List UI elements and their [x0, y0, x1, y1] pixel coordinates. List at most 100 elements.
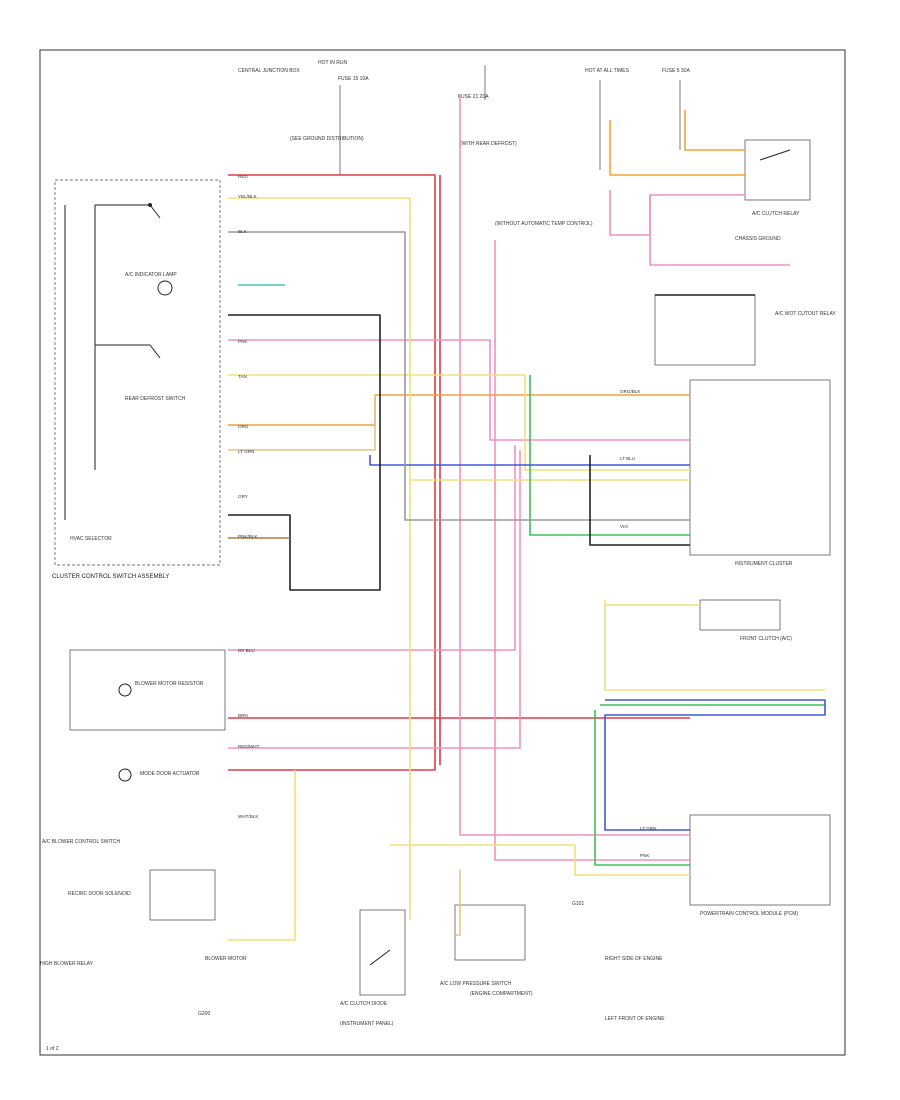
instrument-cluster-label: INSTRUMENT CLUSTER: [735, 561, 793, 567]
cluster-switch-outline: [54, 179, 221, 566]
high-blower-relay-label: HIGH BLOWER RELAY: [40, 961, 94, 967]
fuse-c-label: FUSE 5 30A: [662, 68, 690, 74]
diagram-frame: [39, 49, 846, 1056]
wire-label-gry: GRY: [238, 494, 248, 499]
fuse-a-label: FUSE 15 10A: [338, 76, 369, 82]
wire-label-redwht: RED/WHT: [238, 744, 260, 749]
note-right-engine: RIGHT SIDE OF ENGINE: [605, 956, 663, 962]
wire-blue-1: [369, 455, 690, 466]
fuse-block-label: HOT IN RUN: [318, 60, 347, 66]
mode-door-label: MODE DOOR ACTUATOR: [140, 771, 200, 777]
page-number: 1 of 2: [46, 1046, 59, 1052]
pcm-label: POWERTRAIN CONTROL MODULE (PCM): [700, 911, 798, 917]
wire-yellow-3: [390, 844, 690, 876]
wire-pink-7: [459, 95, 690, 836]
pcm-block: POWERTRAIN CONTROL MODULE (PCM) RIGHT SI…: [605, 814, 831, 1022]
clutch-diode-box: [359, 909, 406, 996]
instrument-cluster-block: INSTRUMENT CLUSTER: [689, 379, 831, 567]
central-junction-label: CENTRAL JUNCTION BOX: [238, 68, 300, 74]
recirc-door-box: [149, 869, 216, 921]
wire-label-blk: BLK: [238, 229, 248, 234]
wire-pink-3: [228, 450, 521, 749]
wire-pink-6: [649, 195, 790, 266]
relay-contact: [759, 149, 791, 161]
hvac-selector-label: HVAC SELECTOR: [70, 536, 112, 542]
bottom-components: RECIRC DOOR SOLENOID HIGH BLOWER RELAY B…: [40, 869, 584, 1027]
wire-green-1: [529, 375, 690, 536]
wire-pink-2: [228, 445, 516, 651]
g200-ground-label: G200: [198, 1011, 210, 1017]
wire-labels-left: RED YEL/BLK BLK PNK TAN ORG LT GRN GRY P…: [238, 174, 260, 819]
wire-label-whtblk: WHT/BLK: [238, 814, 259, 819]
wire-label-brn: BRN: [238, 713, 248, 718]
wire-label-pcm-pnk: PNK: [640, 853, 650, 858]
wire-label-pnk: PNK: [238, 339, 248, 344]
clutch-diode-label: A/C CLUTCH DIODE: [340, 1001, 388, 1007]
wot-relay-box: [654, 294, 756, 366]
blower-motor-label: BLOWER MOTOR: [205, 956, 247, 962]
wire-gray-1: [228, 231, 690, 521]
wire-black-1: [228, 314, 381, 591]
wire-red-main: [228, 174, 436, 771]
indicator-lamp-label: A/C INDICATOR LAMP: [125, 272, 177, 278]
wire-label-pcm-ltgrn: LT GRN: [640, 826, 656, 831]
wire-pink-5: [609, 190, 745, 236]
blower-switch-rotor: [118, 683, 132, 697]
g101-ground-label: G101: [572, 901, 584, 907]
wire-orange-1: [228, 394, 690, 426]
note-engine-comp: (ENGINE COMPARTMENT): [470, 991, 533, 997]
wire-yellow-1: [228, 197, 690, 481]
indicator-lamp: [157, 280, 173, 296]
compressor-relay-label: A/C CLUTCH RELAY: [752, 211, 800, 217]
switch-pivot: [148, 203, 152, 207]
wire-orange-2: [609, 120, 745, 176]
wire-pink-4: [494, 240, 690, 861]
note-instrument-panel: (INSTRUMENT PANEL): [340, 1021, 394, 1027]
wire-label-red: RED: [238, 174, 248, 179]
front-clutch-box: [699, 599, 781, 631]
wire-label-dkblu: DK BLU: [238, 648, 255, 653]
cluster-switch-block: CLUSTER CONTROL SWITCH ASSEMBLY A/C INDI…: [52, 179, 221, 580]
blower-switch-box: [69, 649, 226, 731]
note-ground-dist: (SEE GROUND DISTRIBUTION): [290, 136, 364, 142]
wire-label-ltgrn: LT GRN: [238, 449, 254, 454]
blower-switch-block: BLOWER MOTOR RESISTOR MODE DOOR ACTUATOR…: [42, 649, 226, 845]
pressure-switch-label: A/C LOW PRESSURE SWITCH: [440, 981, 512, 987]
switch-contact: [149, 204, 161, 219]
wire-green-2: [594, 710, 690, 866]
wire-label-tan: TAN: [238, 374, 247, 379]
defrost-switch-contact: [149, 344, 161, 359]
cluster-switch-label: CLUSTER CONTROL SWITCH ASSEMBLY: [52, 574, 169, 580]
wire-pink-1: [228, 339, 690, 441]
wire-label-pnkblk: PNK/BLK: [238, 534, 258, 539]
instrument-cluster-box: [689, 379, 831, 556]
wire-label-vio: VIO: [620, 524, 628, 529]
wire-blue-2: [604, 699, 826, 831]
fuse-b-label: FUSE 21 20A: [458, 94, 489, 100]
wire-label-orgblk: ORG/BLK: [620, 389, 641, 394]
front-clutch-label: FRONT CLUTCH (A/C): [740, 636, 792, 642]
compressor-relay-box: [744, 139, 811, 201]
wire-labels-right: ORG/BLK LT BLU VIO LT GRN PNK: [620, 389, 656, 858]
wire-black-3: [589, 455, 690, 546]
pressure-switch-box: [454, 904, 526, 961]
top-junction-labels: CENTRAL JUNCTION BOX HOT IN RUN FUSE 15 …: [238, 60, 690, 227]
hot-start-label: HOT AT ALL TIMES: [585, 68, 630, 74]
wire-yellow-5: [228, 770, 296, 941]
clutch-diode-switch: [369, 949, 391, 966]
wire-orange-3: [684, 110, 745, 151]
wire-label-yelblk: YEL/BLK: [238, 194, 258, 199]
note-chassis-ground: CHASSIS GROUND: [735, 236, 781, 242]
wire-label-ltblu: LT BLU: [620, 456, 635, 461]
relay-area: A/C CLUTCH RELAY A/C WOT CUTOUT RELAY CH…: [654, 139, 836, 366]
wire-group: [228, 95, 826, 941]
wire-tan-2: [455, 870, 461, 936]
wot-relay-label: A/C WOT CUTOUT RELAY: [775, 311, 836, 317]
wire-yellow-2: [228, 374, 690, 471]
defrost-switch-label: REAR DEFROST SWITCH: [125, 396, 186, 402]
blower-switch-label: A/C BLOWER CONTROL SWITCH: [42, 839, 121, 845]
wire-tan-1: [228, 395, 376, 451]
front-clutch-block: FRONT CLUTCH (A/C): [699, 599, 792, 642]
